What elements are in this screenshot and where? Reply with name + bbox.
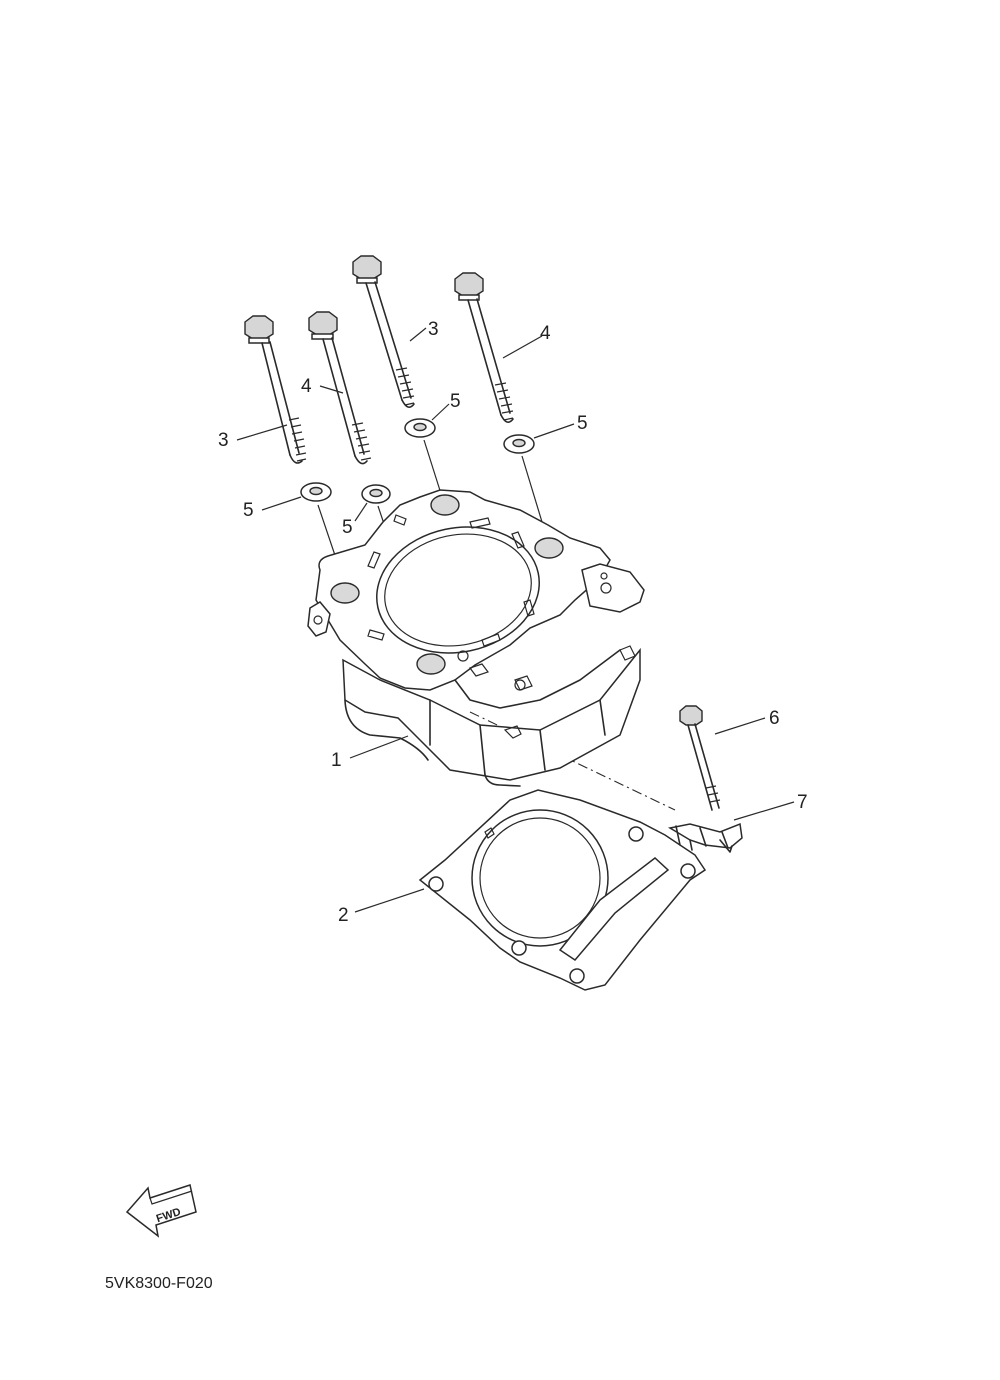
callout-4-left: 4 [301, 376, 312, 397]
bolt-3-right[interactable] [352, 255, 415, 408]
callout-5-b: 5 [342, 517, 353, 538]
diagram-code: 5VK8300-F020 [105, 1275, 213, 1292]
bolt-6[interactable] [679, 705, 721, 811]
washer-5-b[interactable] [361, 484, 391, 504]
cylinder[interactable] [307, 489, 645, 787]
leader-lines [236, 327, 795, 913]
washer-5-d[interactable] [503, 434, 535, 454]
fwd-arrow-icon: FWD [125, 1184, 197, 1238]
callout-6: 6 [769, 708, 780, 729]
callout-3-left: 3 [218, 430, 229, 451]
callout-5-a: 5 [243, 500, 254, 521]
washer-5-a[interactable] [300, 482, 332, 502]
dowel-guide-7[interactable] [667, 822, 743, 853]
bolt-4-right[interactable] [454, 272, 514, 423]
callout-5-c: 5 [450, 391, 461, 412]
callout-2: 2 [338, 905, 349, 926]
callout-5-d: 5 [577, 413, 588, 434]
washer-5-c[interactable] [404, 418, 436, 438]
cylinder-gasket[interactable] [418, 789, 707, 991]
callout-4-right: 4 [540, 323, 551, 344]
bolt-3-left[interactable] [244, 315, 307, 464]
bolt-4-left[interactable] [308, 311, 372, 465]
callout-3-right: 3 [428, 319, 439, 340]
callout-7: 7 [797, 792, 808, 813]
callout-1: 1 [331, 750, 342, 771]
